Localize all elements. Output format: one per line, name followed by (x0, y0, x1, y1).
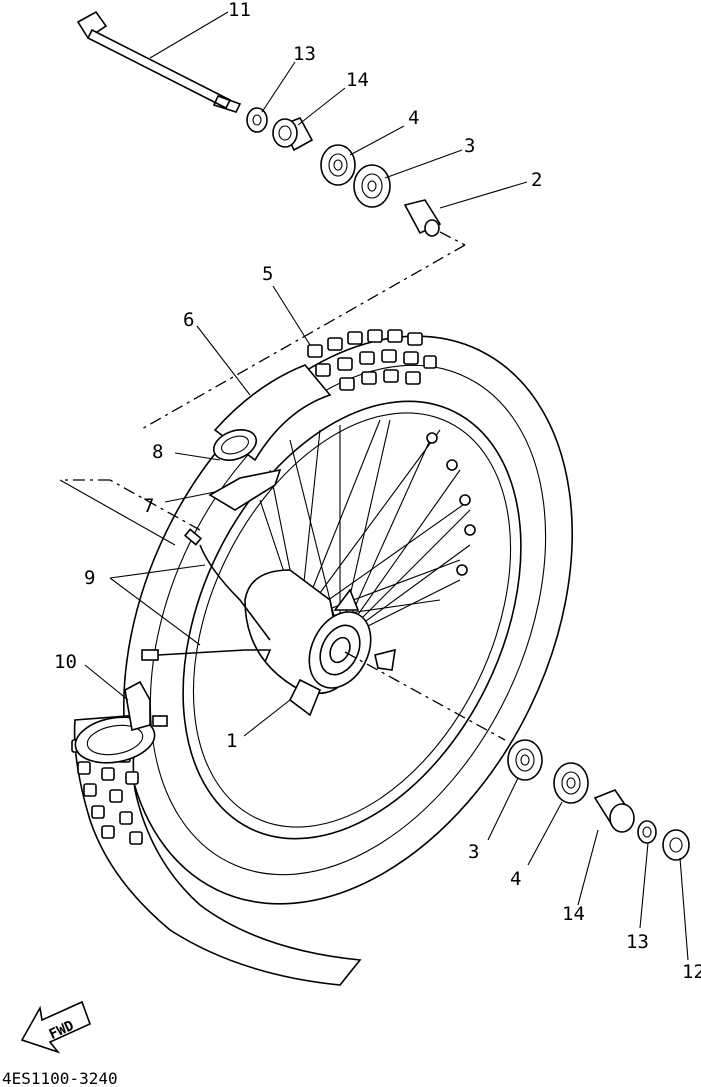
diagram-code: 4ES1100-3240 (2, 1069, 118, 1087)
speedo-cable (141, 528, 272, 663)
rim (182, 400, 522, 840)
bottom-bearing-4 (553, 762, 589, 804)
top-spacer-14 (272, 116, 314, 152)
bottom-bearing-3 (507, 739, 543, 781)
bottom-spacer-14 (593, 789, 635, 833)
top-bearing-4 (320, 144, 356, 186)
callout-1: 1 (226, 730, 237, 752)
callout-14-top: 14 (346, 69, 369, 91)
top-bearing-3 (353, 164, 391, 208)
callout-7: 7 (143, 495, 154, 517)
callout-14-bottom: 14 (562, 903, 585, 925)
callout-10: 10 (54, 651, 77, 673)
callout-8: 8 (152, 441, 163, 463)
callout-13-top: 13 (293, 43, 316, 65)
callout-13-bottom: 13 (626, 931, 649, 953)
callout-2: 2 (531, 169, 542, 191)
callout-4-top: 4 (408, 107, 419, 129)
fwd-arrow: FWD (20, 1000, 92, 1054)
callout-3-top: 3 (464, 135, 475, 157)
top-collar-13 (246, 107, 268, 133)
assembly-axis-lines (60, 231, 506, 741)
valve-cross-section (74, 680, 168, 764)
spoke-nipples (426, 432, 476, 576)
callout-11: 11 (228, 0, 251, 21)
callout-4-bottom: 4 (510, 868, 521, 890)
callout-3-bottom: 3 (468, 841, 479, 863)
callout-6: 6 (183, 309, 194, 331)
bottom-collar-13 (637, 820, 657, 844)
callout-9: 9 (84, 567, 95, 589)
hub (244, 569, 396, 717)
axle (76, 10, 242, 113)
top-collar-2 (403, 199, 442, 237)
callout-12: 12 (682, 961, 701, 983)
callout-5: 5 (262, 263, 273, 285)
rim-band (208, 468, 282, 511)
tube (212, 364, 332, 462)
nut-12 (662, 829, 690, 861)
leader-lines (59, 11, 689, 961)
